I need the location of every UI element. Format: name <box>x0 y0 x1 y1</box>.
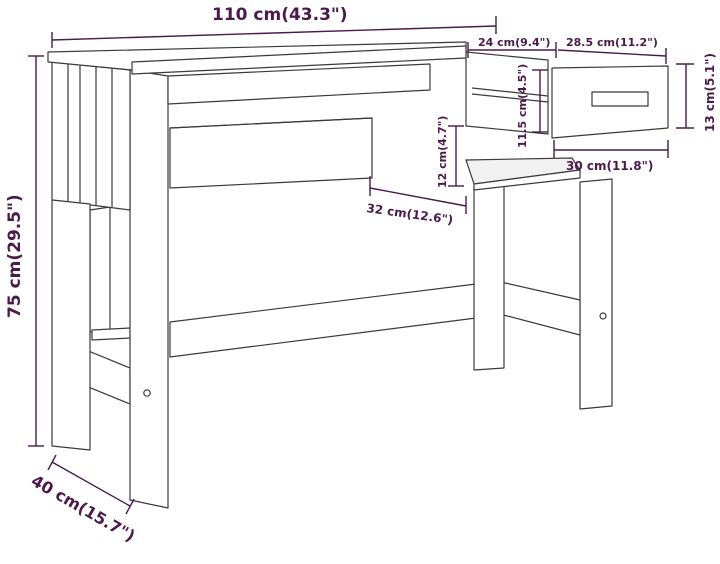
left-low-rail <box>91 327 131 341</box>
depth-dim-line <box>51 461 131 507</box>
desk-illustration <box>47 41 669 509</box>
left-rear-post <box>51 199 91 451</box>
drawer-depth-dim <box>557 49 667 57</box>
shelf-depth-dim <box>369 187 467 207</box>
drawer-front-width-label: 30 cm(11.8") <box>566 159 653 173</box>
front-left-bolt <box>143 389 151 397</box>
back-panel-edge <box>169 117 373 129</box>
drawer-width-label: 24 cm(9.4") <box>478 36 550 49</box>
left-end-panel <box>51 61 131 211</box>
shelf-gap-label: 12 cm(4.7") <box>436 116 449 188</box>
drawer-runner-1 <box>471 87 549 97</box>
depth-tick-right <box>125 498 135 515</box>
back-right-bolt <box>599 312 607 320</box>
shelf-depth-label: 32 cm(12.6") <box>366 201 454 227</box>
depth-label: 40 cm(15.7") <box>28 471 138 546</box>
back-stretcher <box>169 283 477 358</box>
drawer-handle <box>591 91 649 107</box>
right-side-rail <box>491 279 581 336</box>
drawer-runner-2 <box>471 93 549 103</box>
width-label: 110 cm(43.3") <box>212 5 348 25</box>
drawer-inner-height-label: 11.5 cm(4.5") <box>516 64 529 148</box>
height-label: 75 cm(29.5") <box>5 194 25 318</box>
cabinet-side <box>465 51 549 135</box>
front-right-leg <box>473 185 505 371</box>
front-left-leg <box>129 69 169 509</box>
shelf-front <box>473 169 581 191</box>
dimension-lines <box>28 16 694 515</box>
apron <box>167 63 431 105</box>
drawer-depth-label: 28.5 cm(11.2") <box>566 36 658 49</box>
back-panel <box>169 117 373 189</box>
back-right-leg <box>579 178 613 410</box>
depth-tick-left <box>47 454 57 471</box>
drawer-front-height-label: 13 cm(5.1") <box>703 53 717 132</box>
back-left-leg <box>89 206 111 333</box>
width-dim-line <box>51 25 497 41</box>
